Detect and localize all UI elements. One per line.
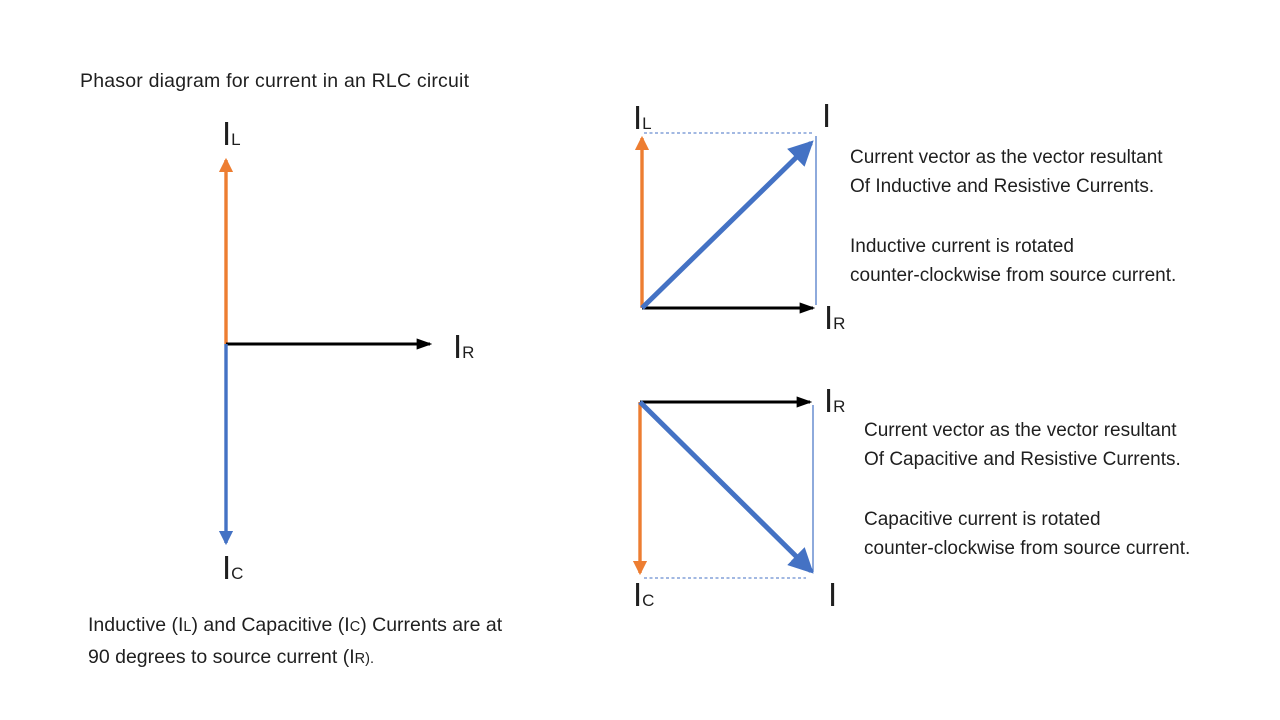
page-title: Phasor diagram for current in an RLC cir… — [80, 70, 470, 92]
text-line: Of Capacitive and Resistive Currents. — [864, 448, 1181, 470]
left-label-il: IL — [222, 115, 241, 152]
bottom-right-label-ic: IC — [633, 576, 655, 613]
paragraph-spacer — [864, 474, 1190, 506]
text-line: counter-clockwise from source current. — [850, 264, 1177, 286]
top-right-label-i: I — [822, 97, 832, 134]
top-right-label-il: IL — [633, 99, 652, 136]
text-line: Current vector as the vector resultant — [850, 147, 1163, 168]
text-line: counter-clockwise from source current. — [864, 537, 1191, 559]
left-label-ic: IC — [222, 549, 244, 586]
bottom-right-label-i: I — [828, 576, 838, 613]
top-right-label-ir: IR — [824, 299, 846, 336]
text-line: Current vector as the vector resultant — [864, 420, 1177, 441]
top-right-resultant-arrow — [640, 140, 814, 310]
text-line: Capacitive current is rotated — [864, 509, 1101, 530]
bottom-right-description: Current vector as the vector resultant O… — [864, 417, 1190, 563]
bottom-right-resultant-arrow — [638, 400, 814, 574]
text-line: Inductive current is rotated — [850, 236, 1074, 257]
left-label-ir: IR — [453, 328, 475, 365]
bottom-right-label-ir: IR — [824, 382, 846, 419]
caption-line-2: 90 degrees to source current (IR). — [88, 646, 374, 668]
text-line: Of Inductive and Resistive Currents. — [850, 175, 1155, 197]
left-diagram-caption: Inductive (IL) and Capacitive (IC) Curre… — [88, 610, 502, 674]
paragraph-spacer — [850, 201, 1176, 233]
caption-line-1: Inductive (IL) and Capacitive (IC) Curre… — [88, 614, 503, 636]
top-right-description: Current vector as the vector resultant O… — [850, 144, 1176, 290]
